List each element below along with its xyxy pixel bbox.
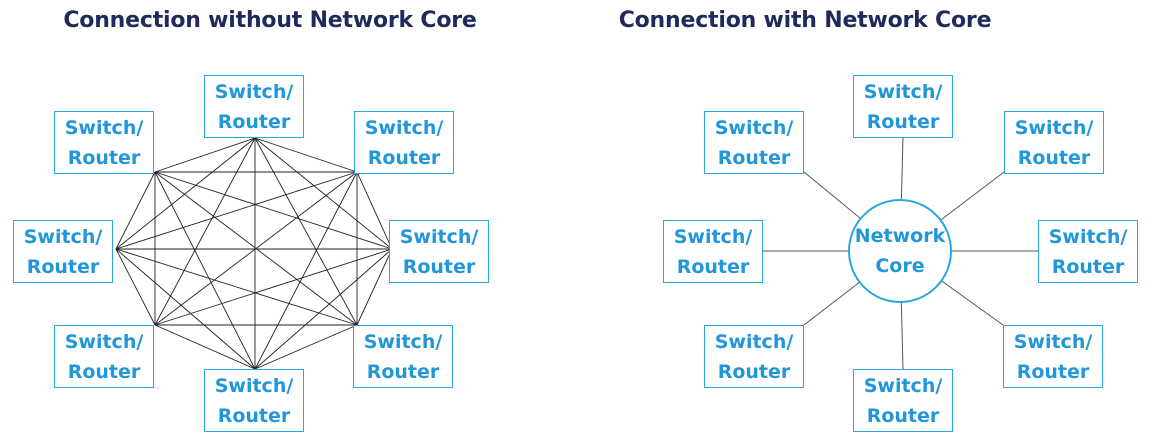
node-label-line1: Switch/ (863, 375, 943, 397)
mesh-link (254, 137, 393, 250)
node-label-line1: Switch/ (1048, 226, 1128, 248)
node-label-line2: Router (367, 147, 441, 169)
node-label-line2: Router (67, 361, 141, 383)
node-label-line2: Router (402, 256, 476, 278)
node-label-line1: Switch/ (714, 117, 794, 139)
mesh-link (154, 171, 393, 250)
node-top-right: Switch/ Router (1004, 111, 1104, 174)
mesh-link (115, 248, 156, 326)
node-label-line2: Router (26, 256, 100, 278)
node-label-line2: Router (717, 147, 791, 169)
node-left: Switch/ Router (663, 220, 763, 283)
node-top-right: Switch/ Router (354, 111, 454, 174)
node-label-line1: Switch/ (364, 117, 444, 139)
node-label-line2: Router (1017, 147, 1091, 169)
mesh-link (154, 324, 256, 370)
node-bottom-right: Switch/ Router (353, 325, 453, 388)
node-label-line2: Router (67, 147, 141, 169)
node-left: Switch/ Router (13, 220, 113, 283)
mesh-link (254, 171, 358, 370)
node-bottom-right: Switch/ Router (1003, 325, 1103, 388)
core-label-line1: Network (854, 225, 946, 247)
node-label-line2: Router (676, 256, 750, 278)
mesh-link (154, 171, 358, 326)
mesh-link (254, 248, 393, 370)
node-label-line2: Router (1051, 256, 1125, 278)
network-core: Network Core (848, 199, 952, 303)
node-label-line1: Switch/ (714, 331, 794, 353)
node-right: Switch/ Router (1038, 220, 1138, 283)
diagram-title-with-core: Connection with Network Core (618, 8, 992, 33)
node-label-line1: Switch/ (863, 81, 943, 103)
node-label-line2: Router (1016, 361, 1090, 383)
node-bottom-left: Switch/ Router (704, 325, 804, 388)
node-label-line1: Switch/ (64, 117, 144, 139)
node-top: Switch/ Router (853, 75, 953, 138)
node-top-left: Switch/ Router (704, 111, 804, 174)
mesh-link (154, 171, 256, 370)
mesh-link (254, 137, 358, 173)
mesh-link (254, 137, 358, 326)
node-top-left: Switch/ Router (54, 111, 154, 174)
mesh-link (115, 248, 256, 370)
node-label-line1: Switch/ (23, 226, 103, 248)
node-label-line1: Switch/ (1013, 331, 1093, 353)
node-label-line2: Router (217, 111, 291, 133)
mesh-link (115, 171, 156, 250)
node-bottom: Switch/ Router (204, 369, 304, 432)
node-top: Switch/ Router (204, 75, 304, 138)
mesh-link (154, 137, 256, 326)
mesh-link (356, 248, 393, 326)
node-label-line2: Router (717, 361, 791, 383)
mesh-links (115, 137, 393, 370)
core-label-line2: Core (875, 255, 925, 277)
node-label-line1: Switch/ (214, 81, 294, 103)
node-label-line1: Switch/ (64, 331, 144, 353)
node-label-line2: Router (866, 111, 940, 133)
mesh-link (356, 171, 393, 250)
mesh-link (154, 137, 256, 173)
mesh-link (154, 248, 393, 326)
node-label-line1: Switch/ (214, 375, 294, 397)
node-label-line2: Router (866, 405, 940, 427)
node-label-line1: Switch/ (673, 226, 753, 248)
node-label-line1: Switch/ (363, 331, 443, 353)
node-right: Switch/ Router (389, 220, 489, 283)
node-label-line1: Switch/ (1014, 117, 1094, 139)
node-bottom: Switch/ Router (853, 369, 953, 432)
panel-without-core: Connection without Network Core Switch/ … (0, 0, 560, 444)
node-label-line2: Router (217, 405, 291, 427)
mesh-link (115, 171, 358, 250)
mesh-link (254, 324, 358, 370)
panel-with-core: Connection with Network Core Network Cor… (600, 0, 1154, 444)
diagram-title-without-core: Connection without Network Core (63, 8, 477, 33)
node-bottom-left: Switch/ Router (54, 325, 154, 388)
node-label-line2: Router (366, 361, 440, 383)
mesh-link (115, 137, 256, 250)
mesh-link (115, 248, 358, 326)
node-label-line1: Switch/ (399, 226, 479, 248)
